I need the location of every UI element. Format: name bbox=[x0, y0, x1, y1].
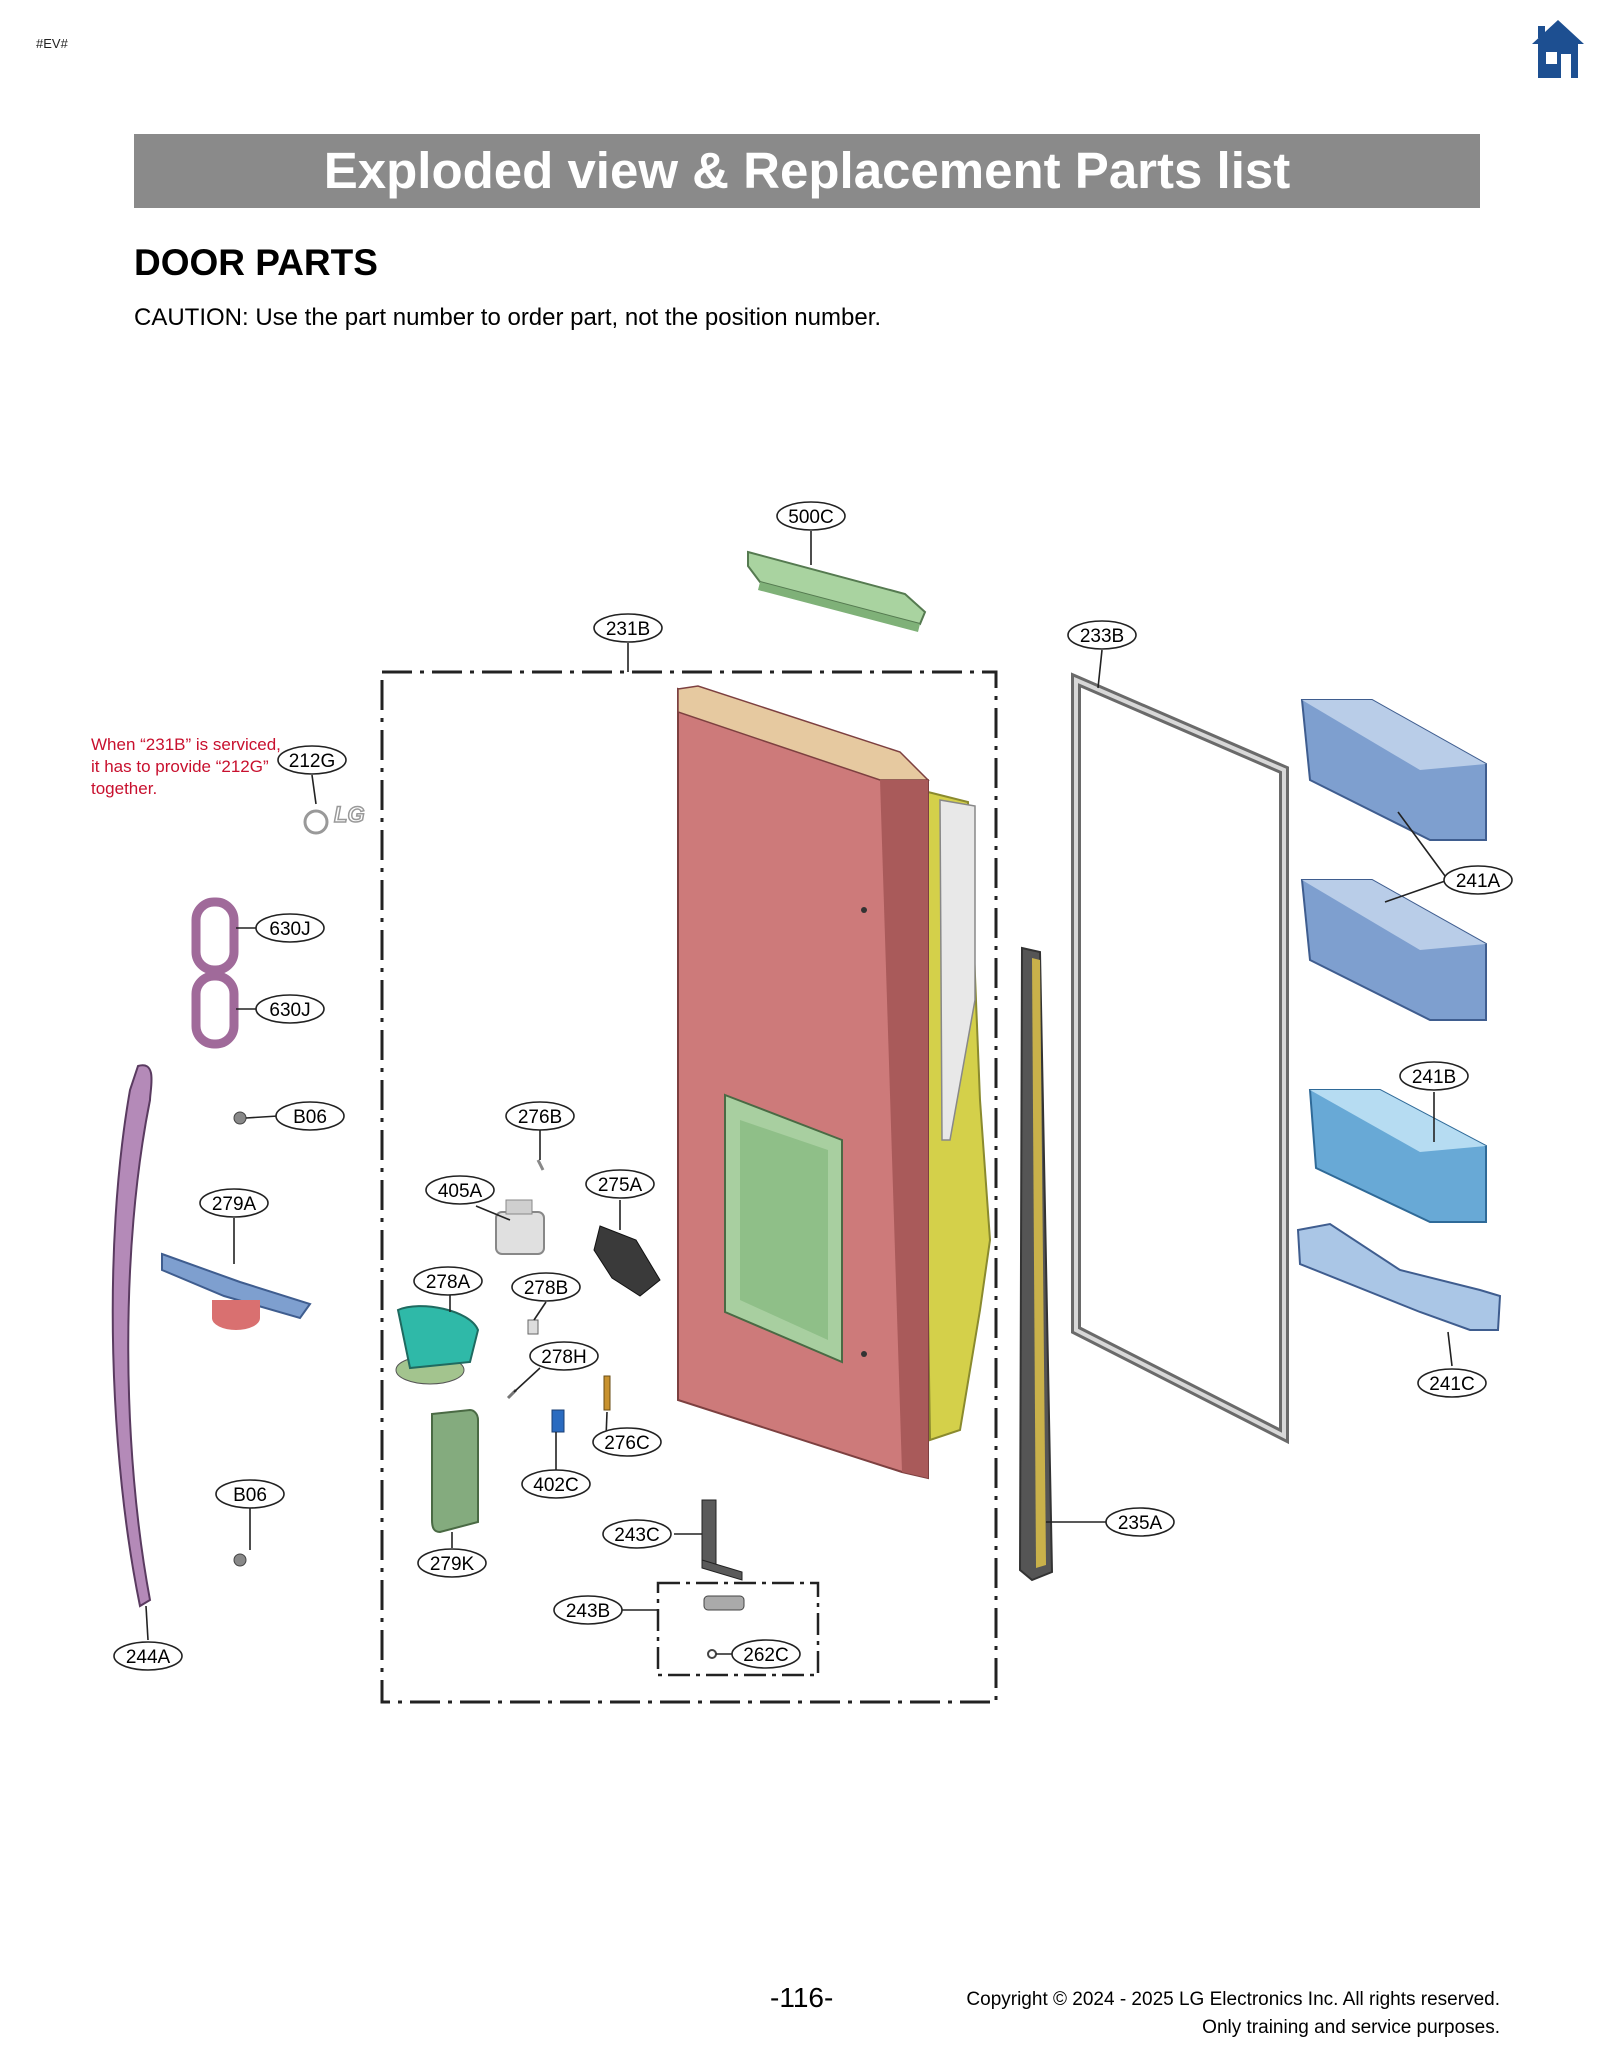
part-241a-bin-upper bbox=[1300, 699, 1487, 841]
callout-label: 212G bbox=[289, 751, 335, 772]
callout-label: B06 bbox=[293, 1107, 327, 1128]
part-244a-handle bbox=[111, 1064, 153, 1608]
callout-label: 231B bbox=[606, 619, 650, 640]
caution-text: CAUTION: Use the part number to order pa… bbox=[134, 304, 882, 331]
callout-label: 279K bbox=[430, 1554, 475, 1575]
callout-276c: 276C bbox=[592, 1427, 662, 1457]
section-title: DOOR PARTS bbox=[134, 242, 378, 283]
callout-label: 405A bbox=[438, 1181, 483, 1202]
callout-262c: 262C bbox=[731, 1639, 801, 1669]
usage-note: Only training and service purposes. bbox=[1202, 2017, 1500, 2038]
callout-label: B06 bbox=[233, 1485, 267, 1506]
part-275a-actuator bbox=[593, 1225, 661, 1297]
callout-630j: 630J bbox=[255, 913, 325, 943]
part-262c bbox=[707, 1649, 717, 1659]
callout-241c: 241C bbox=[1417, 1368, 1487, 1398]
part-279k-cover bbox=[431, 1408, 479, 1534]
callout-275a: 275A bbox=[585, 1169, 655, 1199]
home-icon[interactable] bbox=[1530, 18, 1586, 80]
leader-lines bbox=[145, 531, 1453, 1655]
note-line-1: When “231B” is serviced, bbox=[91, 735, 281, 754]
callout-231b: 231B bbox=[593, 613, 663, 643]
callout-235a: 235A bbox=[1105, 1507, 1175, 1537]
part-500c-cover bbox=[747, 550, 927, 632]
callout-label: 244A bbox=[126, 1647, 171, 1668]
callout-405a: 405A bbox=[425, 1175, 495, 1205]
callout-402c: 402C bbox=[521, 1469, 591, 1499]
assembly-boundary bbox=[380, 670, 998, 1704]
callout-label: 279A bbox=[212, 1194, 257, 1215]
callout-label: 241C bbox=[1429, 1374, 1474, 1395]
callout-278a: 278A bbox=[413, 1266, 483, 1296]
callout-276b: 276B bbox=[505, 1101, 575, 1131]
part-276c bbox=[603, 1375, 611, 1411]
callout-label: 276B bbox=[518, 1107, 562, 1128]
callout-212g: 212G bbox=[277, 745, 347, 775]
part-233b-gasket bbox=[1071, 672, 1289, 1445]
part-212g-emblem: LG bbox=[303, 801, 365, 835]
part-630j-ring-upper bbox=[191, 897, 239, 975]
callout-label: 241B bbox=[1412, 1067, 1456, 1088]
callout-500c: 500C bbox=[776, 501, 846, 531]
part-b06-screw-lower bbox=[233, 1553, 247, 1567]
callout-label: 630J bbox=[269, 919, 310, 940]
callout-label: 278A bbox=[426, 1272, 471, 1293]
callout-279a: 279A bbox=[199, 1188, 269, 1218]
part-b06-screw-upper bbox=[233, 1111, 247, 1125]
copyright-text: Copyright © 2024 - 2025 LG Electronics I… bbox=[966, 1989, 1500, 2010]
part-231b-door-body bbox=[677, 685, 992, 1480]
callout-243b: 243B bbox=[553, 1595, 623, 1625]
part-402c bbox=[551, 1409, 565, 1433]
title-banner: Exploded view & Replacement Parts list bbox=[134, 134, 1480, 208]
callout-label: 278B bbox=[524, 1278, 568, 1299]
callout-279k: 279K bbox=[417, 1548, 487, 1578]
callout-b06: B06 bbox=[275, 1101, 345, 1131]
part-276b bbox=[536, 1159, 545, 1171]
part-279a-assembly bbox=[161, 1252, 312, 1330]
part-241c-holder bbox=[1296, 1222, 1502, 1331]
callout-label: 500C bbox=[788, 507, 833, 528]
subassembly-boundary bbox=[656, 1581, 820, 1677]
callout-278b: 278B bbox=[511, 1272, 581, 1302]
note-line-2: it has to provide “212G” bbox=[91, 757, 269, 776]
callout-243c: 243C bbox=[602, 1519, 672, 1549]
part-278b bbox=[527, 1319, 539, 1335]
part-243c-bracket bbox=[701, 1499, 743, 1581]
part-405a-valve bbox=[495, 1199, 545, 1255]
callout-label: 402C bbox=[533, 1475, 578, 1496]
callout-label: 630J bbox=[269, 1000, 310, 1021]
footer-copyright: Copyright © 2024 - 2025 LG Electronics I… bbox=[966, 1986, 1500, 2042]
callout-b06: B06 bbox=[215, 1479, 285, 1509]
callout-label: 275A bbox=[598, 1175, 643, 1196]
callout-630j: 630J bbox=[255, 994, 325, 1024]
callout-label: 278H bbox=[541, 1347, 586, 1368]
lg-logo-text: LG bbox=[334, 802, 365, 827]
callout-label: 235A bbox=[1118, 1513, 1163, 1534]
service-note: When “231B” is serviced, it has to provi… bbox=[91, 735, 281, 798]
callout-label: 233B bbox=[1080, 626, 1124, 647]
part-241a-bin-lower bbox=[1300, 879, 1487, 1021]
page-title: Exploded view & Replacement Parts list bbox=[323, 142, 1291, 199]
part-235a-strip bbox=[1018, 946, 1054, 1582]
part-630j-ring-lower bbox=[191, 971, 239, 1049]
note-line-3: together. bbox=[91, 779, 157, 798]
callout-label: 262C bbox=[743, 1645, 788, 1666]
page-number: -116- bbox=[770, 1982, 834, 2013]
document-tag: #EV# bbox=[36, 36, 68, 51]
callout-233b: 233B bbox=[1067, 620, 1137, 650]
callout-278h: 278H bbox=[529, 1341, 599, 1371]
part-278a-assembly bbox=[395, 1305, 480, 1385]
callout-244a: 244A bbox=[113, 1641, 183, 1671]
callout-241b: 241B bbox=[1399, 1061, 1469, 1091]
callout-labels: 500C 231B 233B 212G 630J 630J 241A 241B B06 276B 2… bbox=[113, 501, 1513, 1671]
part-241b-bin bbox=[1308, 1089, 1487, 1223]
callout-label: 243C bbox=[614, 1525, 659, 1546]
part-243b bbox=[703, 1595, 745, 1611]
callout-label: 241A bbox=[1456, 871, 1501, 892]
callout-label: 276C bbox=[604, 1433, 649, 1454]
callout-label: 243B bbox=[566, 1601, 610, 1622]
callout-241a: 241A bbox=[1443, 865, 1513, 895]
